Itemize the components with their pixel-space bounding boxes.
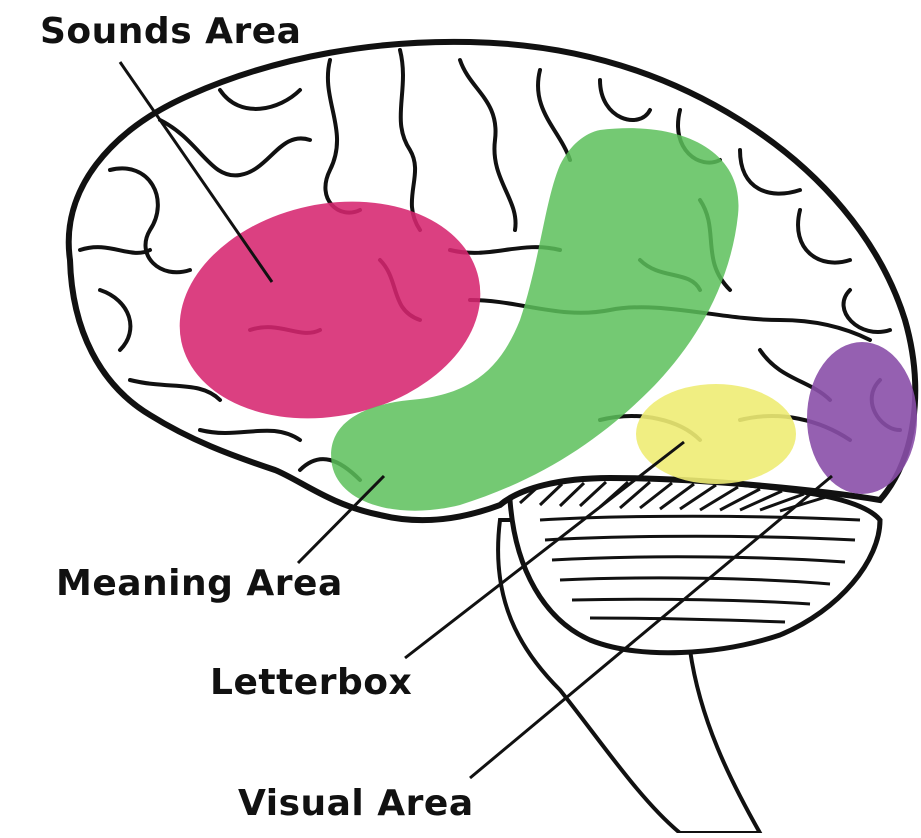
visual-area-region: [807, 342, 917, 494]
letterbox-region: [636, 384, 796, 484]
visual-area-label: Visual Area: [238, 786, 474, 822]
letterbox-label: Letterbox: [210, 665, 412, 701]
meaning-area-label: Meaning Area: [56, 566, 343, 602]
cerebellum: [510, 474, 880, 653]
sounds-area-label: Sounds Area: [40, 14, 301, 50]
